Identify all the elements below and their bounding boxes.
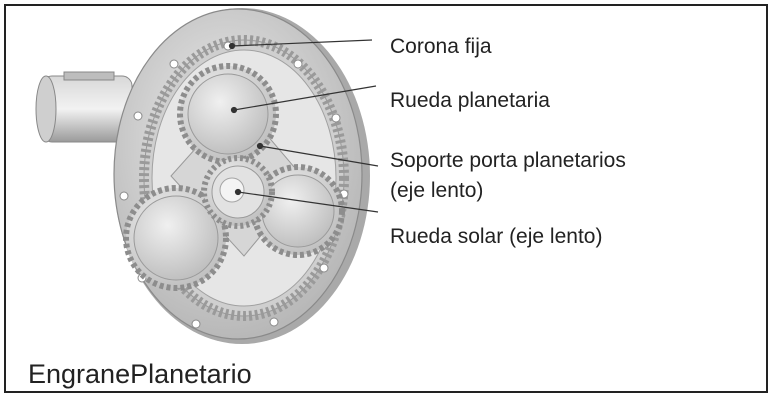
planet-gear-left — [123, 185, 229, 291]
label-corona-fija: Corona fija — [390, 35, 492, 58]
figure-frame: Corona fija Rueda planetaria Soporte por… — [4, 4, 768, 393]
planet-gear-right — [251, 164, 345, 258]
figure-caption: EngranePlanetario — [28, 359, 252, 389]
label-soporte-line1: Soporte porta planetarios — [390, 149, 626, 172]
leader-soporte — [259, 145, 379, 167]
label-soporte-line2: (eje lento) — [390, 179, 484, 202]
leader-corona — [231, 39, 373, 47]
label-rueda-planetaria: Rueda planetaria — [390, 89, 550, 112]
leader-planetaria — [233, 85, 377, 111]
planet-gear-top — [177, 63, 279, 165]
label-rueda-solar: Rueda solar (eje lento) — [390, 225, 603, 248]
planetary-gear-illustration — [35, 8, 379, 344]
shaft — [35, 71, 133, 143]
leader-solar — [237, 191, 379, 213]
